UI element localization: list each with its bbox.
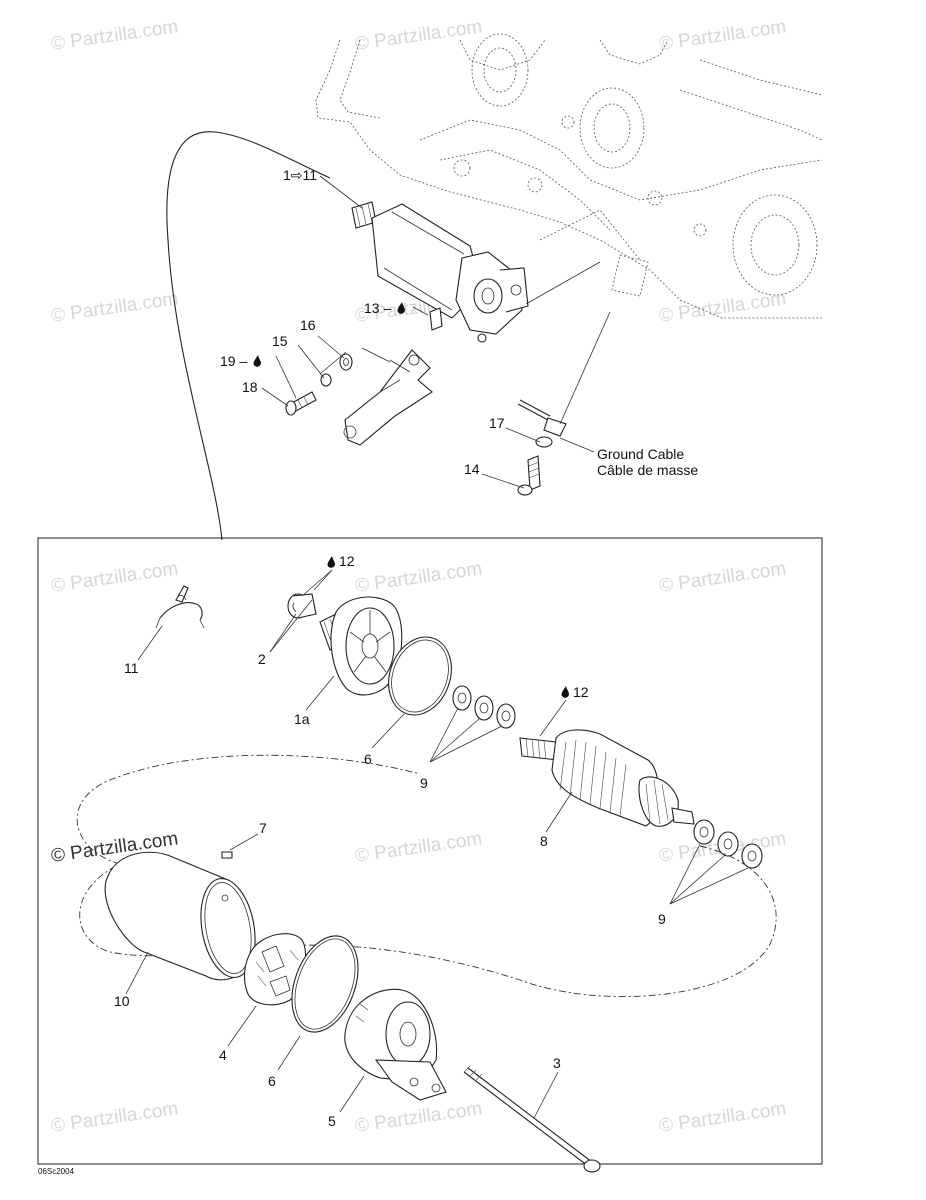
watermark: © Partzilla.com: [354, 1098, 484, 1137]
part-9-washers-rear: [693, 819, 763, 869]
callout-assembly: 1⇨11: [283, 167, 317, 183]
watermarks: © Partzilla.com © Partzilla.com © Partzi…: [50, 16, 788, 1137]
part-3-bolt: [463, 1065, 601, 1173]
watermark: © Partzilla.com: [658, 1098, 788, 1137]
bracket: [343, 349, 433, 446]
part-6-oring: [388, 636, 452, 716]
watermark: © Partzilla.com: [50, 16, 180, 55]
callout-11: 11: [124, 660, 139, 676]
part-11: [137, 585, 205, 661]
hardware-15-16-18: [285, 347, 391, 416]
watermark: © Partzilla.com: [50, 558, 180, 597]
callout-19: 19 –: [220, 353, 247, 369]
diagram-code: 06Sc2004: [38, 1167, 75, 1176]
watermark: © Partzilla.com: [50, 288, 180, 327]
assembly-loop: [76, 754, 777, 997]
drop-icon: [253, 355, 261, 367]
watermark: © Partzilla.com: [658, 288, 788, 327]
callout-6-rear: 6: [268, 1073, 276, 1089]
callout-12: 12: [339, 553, 355, 569]
callout-17: 17: [489, 415, 505, 431]
ground-cable-label-fr: Câble de masse: [597, 462, 698, 478]
watermark: © Partzilla.com: [354, 558, 484, 597]
callout-9: 9: [420, 775, 428, 791]
callout-16: 16: [300, 317, 316, 333]
engine-block-outline: [315, 33, 823, 319]
ground-cable: [517, 399, 567, 496]
drop-icon: [327, 556, 335, 568]
callout-12-armature: 12: [573, 684, 589, 700]
callout-18: 18: [242, 379, 258, 395]
callout-8: 8: [540, 833, 548, 849]
part-4-brush-plate: [243, 933, 307, 1006]
callout-1a: 1a: [294, 711, 310, 727]
starter-motor-assembly: [351, 201, 529, 343]
drop-icon: [561, 686, 569, 698]
callout-10: 10: [114, 993, 130, 1009]
callout-14: 14: [464, 461, 480, 477]
part-7-plug: [221, 851, 233, 859]
top-callouts: 1⇨11 13 – 19 – 15 16 18 17 14 Ground Cab…: [220, 167, 698, 478]
watermark: © Partzilla.com: [354, 16, 484, 55]
part-5-rear-cover: [344, 988, 447, 1101]
callout-5: 5: [328, 1113, 336, 1129]
callout-4: 4: [219, 1047, 227, 1063]
lower-leader-lines: [125, 569, 749, 1119]
callout-3: 3: [553, 1055, 561, 1071]
part-9-washers-front: [452, 685, 516, 729]
ground-cable-label: Ground Cable: [597, 446, 684, 462]
watermark: © Partzilla.com: [658, 16, 788, 55]
callout-15: 15: [272, 333, 288, 349]
part-10-housing: [104, 851, 256, 981]
top-leader-lines: [166, 131, 611, 541]
drop-icon: [397, 302, 405, 314]
part-8-armature: [519, 729, 695, 827]
watermark: © Partzilla.com: [658, 558, 788, 597]
part-6-oring-rear: [291, 935, 359, 1033]
callout-9-rear: 9: [658, 911, 666, 927]
lower-callouts: 12 2 11 1a 6 9 12 8 7 9 10 4 6 5 3: [114, 553, 666, 1129]
watermark: © Partzilla.com: [354, 828, 484, 867]
callout-13: 13 –: [364, 300, 391, 316]
detail-frame: [37, 537, 823, 1165]
watermark: © Partzilla.com: [50, 1098, 180, 1137]
callout-7: 7: [259, 820, 267, 836]
callout-6: 6: [364, 751, 372, 767]
part-1a-front-cover: [319, 596, 403, 696]
callout-2: 2: [258, 651, 266, 667]
part-2-bushing: [287, 593, 317, 619]
